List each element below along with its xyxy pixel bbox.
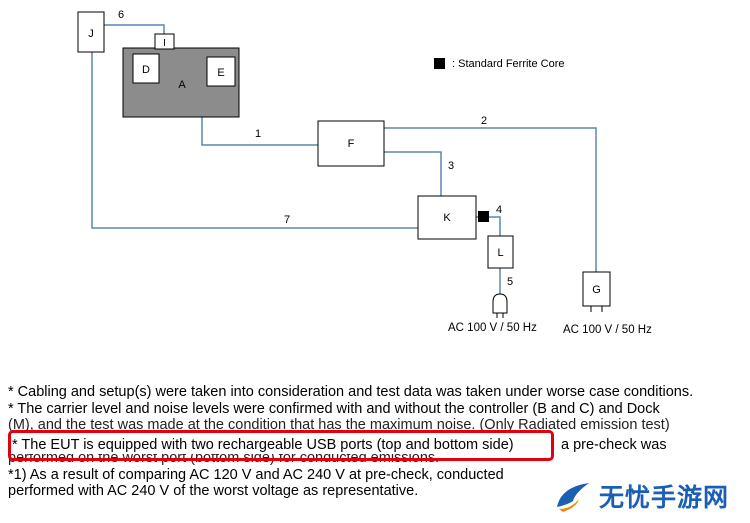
watermark-logo-icon bbox=[557, 483, 589, 512]
cable-7 bbox=[91, 52, 418, 229]
legend-ferrite-label: : Standard Ferrite Core bbox=[452, 58, 565, 70]
unit-I: I bbox=[154, 33, 175, 50]
watermark: 无忧手游网 bbox=[553, 474, 748, 518]
unit-I-label: I bbox=[163, 38, 166, 49]
cable-6-label: 6 bbox=[118, 9, 124, 21]
unit-K-label: K bbox=[443, 212, 451, 224]
unit-D-label: D bbox=[142, 64, 150, 76]
unit-L: L bbox=[487, 235, 514, 269]
cable-7-label: 7 bbox=[284, 214, 290, 226]
unit-G-label: G bbox=[592, 284, 601, 296]
notes-block: * Cabling and setup(s) were taken into c… bbox=[8, 384, 748, 500]
highlighted-note-tail: a pre-check was bbox=[561, 437, 667, 453]
unit-E: E bbox=[206, 56, 236, 87]
note-line-1: * Cabling and setup(s) were taken into c… bbox=[8, 384, 694, 400]
unit-K: K bbox=[417, 195, 477, 240]
watermark-text: 无忧手游网 bbox=[599, 483, 730, 512]
note-line-2: * The carrier level and noise levels wer… bbox=[8, 400, 660, 417]
unit-F: F bbox=[317, 120, 385, 167]
test-setup-diagram: J A D E I F K bbox=[77, 9, 652, 336]
ferrite-core-icon bbox=[478, 211, 489, 222]
note-line-6: performed with AC 240 V of the worst vol… bbox=[8, 483, 419, 499]
legend-ferrite-icon bbox=[434, 58, 445, 69]
cable-2 bbox=[384, 127, 597, 272]
eut-A-label: A bbox=[178, 79, 186, 91]
power-label-right: AC 100 V / 50 Hz bbox=[563, 324, 652, 336]
power-label-left: AC 100 V / 50 Hz bbox=[448, 322, 537, 334]
unit-G: G bbox=[582, 271, 611, 312]
unit-F-label: F bbox=[348, 138, 355, 150]
cable-1 bbox=[201, 117, 318, 146]
cable-6 bbox=[104, 24, 165, 34]
cable-3 bbox=[384, 151, 442, 196]
unit-L-label: L bbox=[497, 247, 503, 259]
unit-J-label: J bbox=[88, 28, 94, 40]
cable-1-label: 1 bbox=[255, 128, 261, 140]
cable-4-label: 4 bbox=[496, 204, 502, 216]
highlighted-note: * The EUT is equipped with two rechargea… bbox=[12, 437, 514, 454]
ac-plug-icon bbox=[492, 293, 508, 318]
cable-2-label: 2 bbox=[481, 115, 487, 127]
unit-J: J bbox=[77, 11, 105, 53]
note-line-5: *1) As a result of comparing AC 120 V an… bbox=[8, 466, 504, 483]
note-line-3: (M), and the test was made at the condit… bbox=[8, 417, 670, 433]
cable-3-label: 3 bbox=[448, 160, 454, 172]
cable-5-label: 5 bbox=[507, 276, 513, 288]
unit-E-label: E bbox=[217, 67, 224, 79]
unit-D: D bbox=[132, 53, 160, 84]
